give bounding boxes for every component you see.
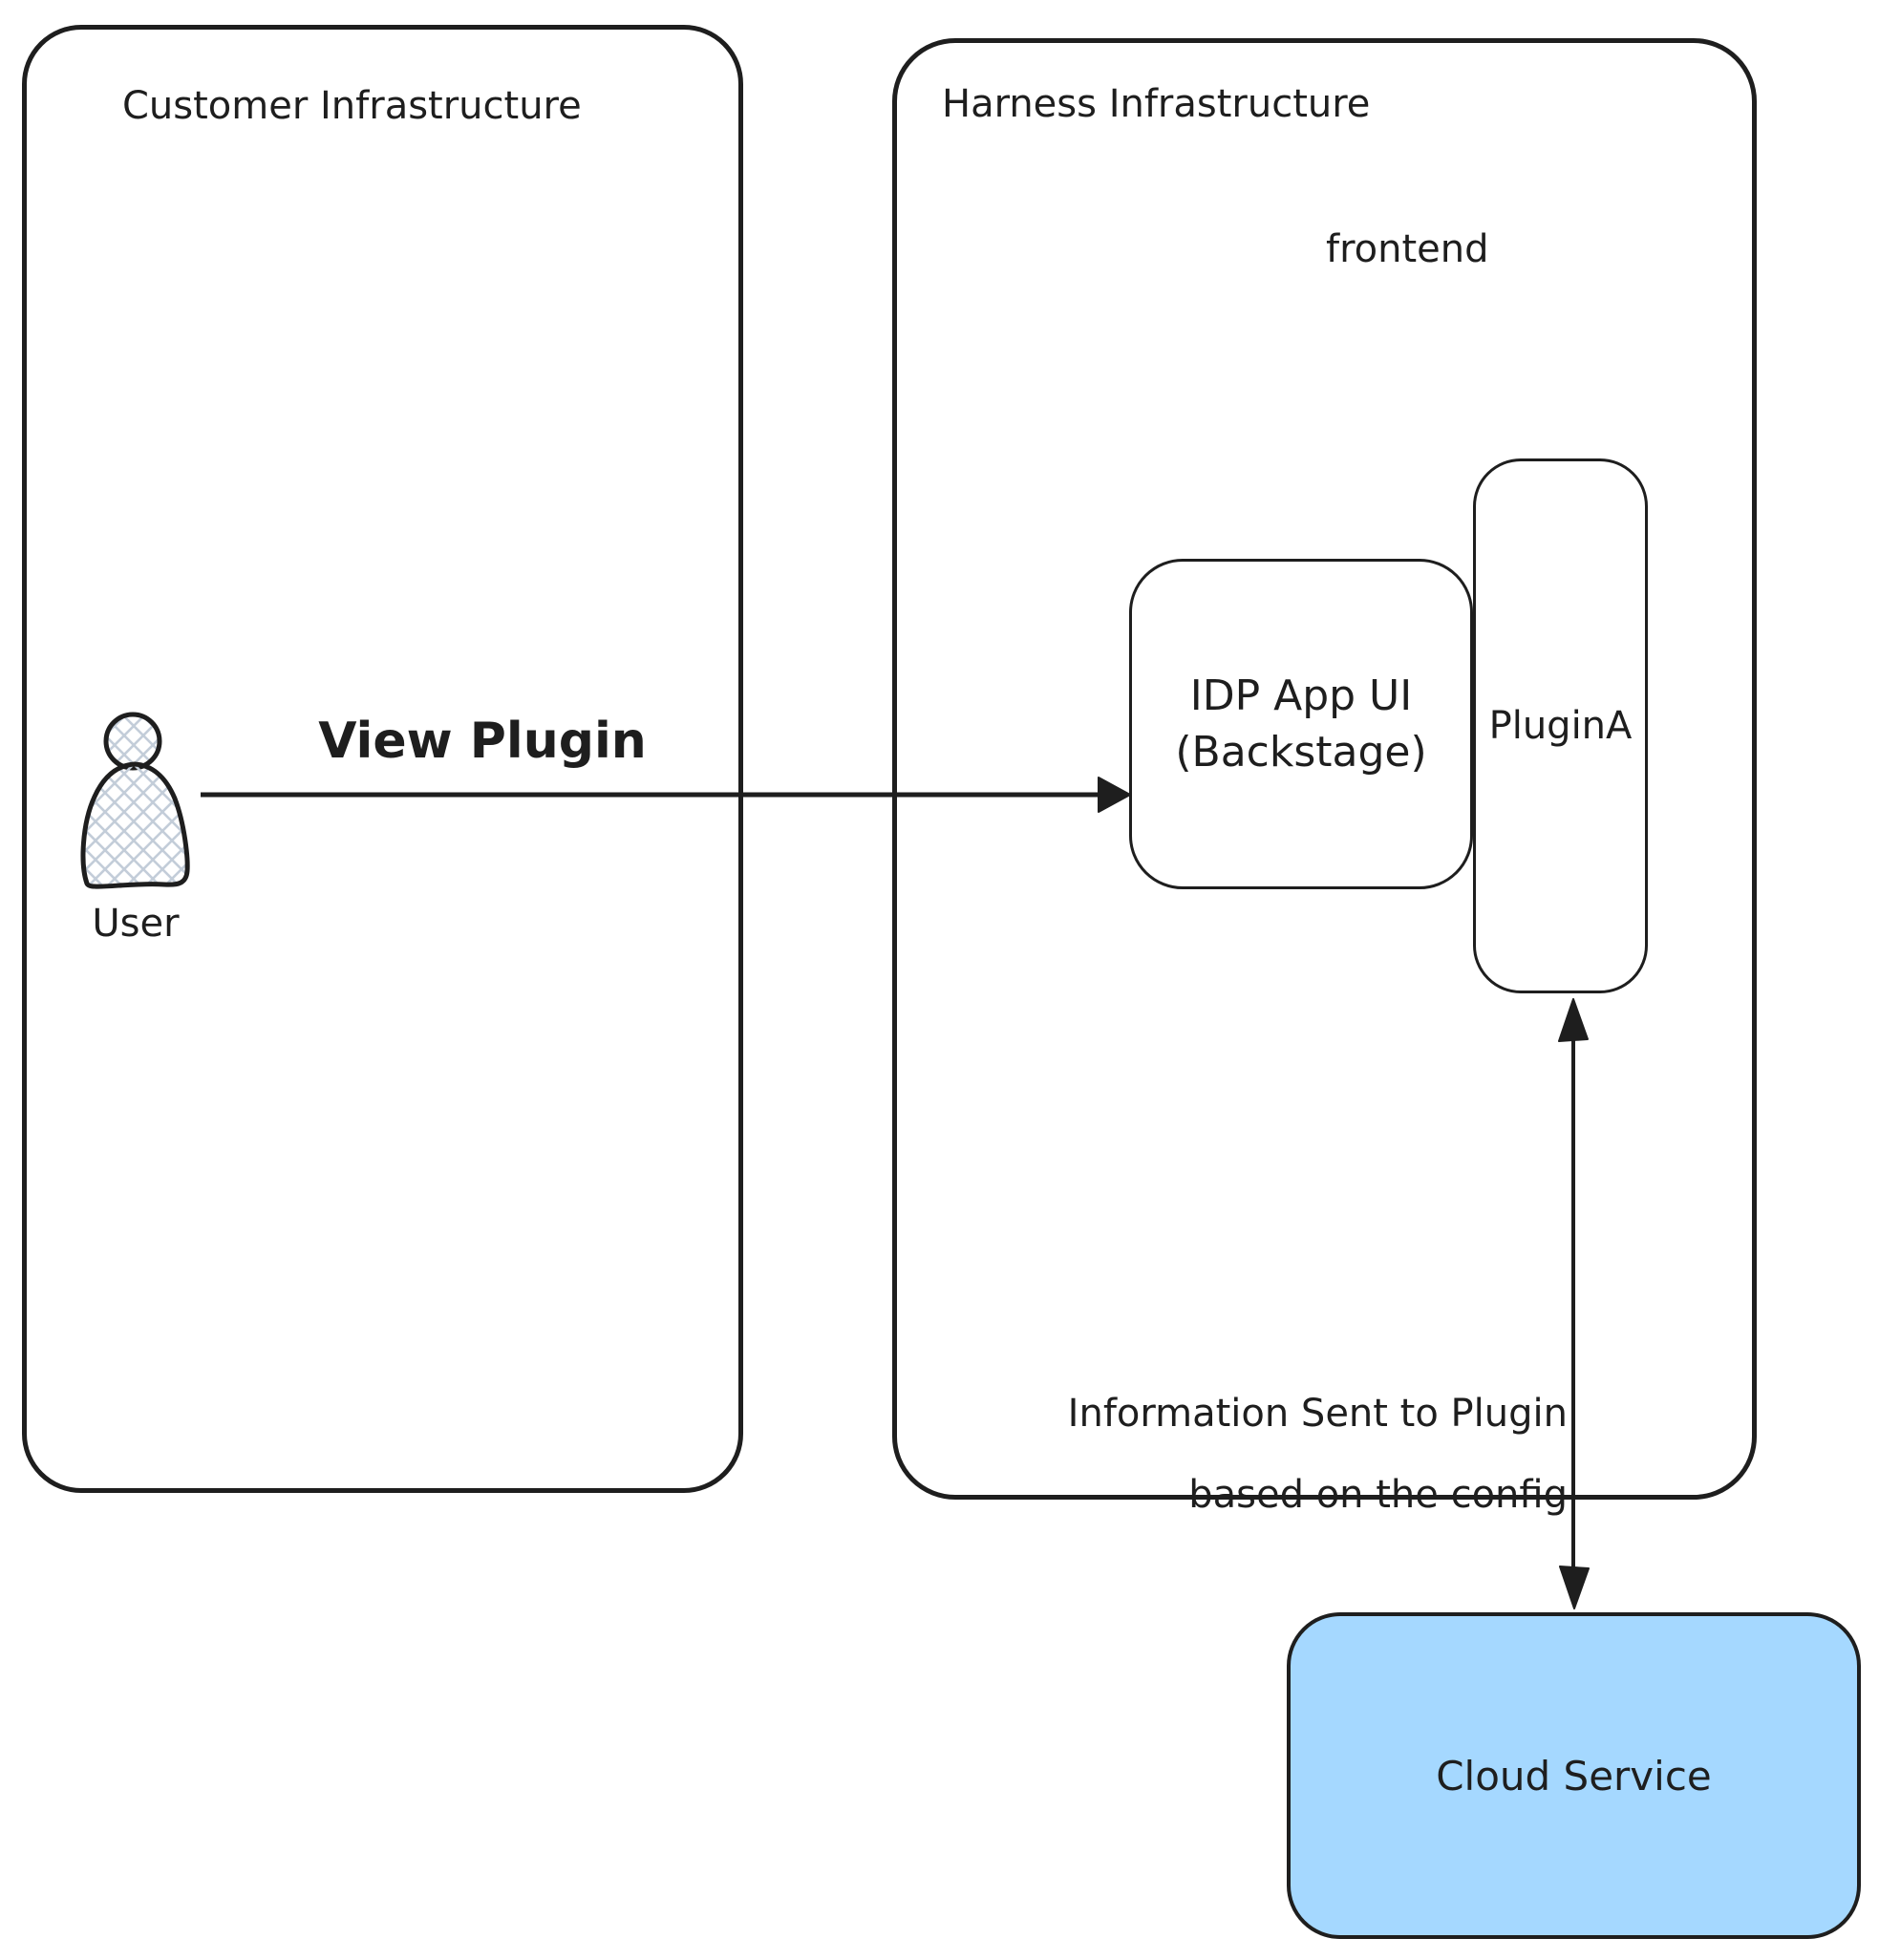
harness-infrastructure-title: Harness Infrastructure (942, 82, 1371, 126)
idp-app-ui-label-line2: (Backstage) (1175, 728, 1427, 777)
cloud-service-node: Cloud Service (1287, 1612, 1861, 1939)
customer-infrastructure-title: Customer Infrastructure (122, 84, 582, 128)
info-config-edge-label-line1: Information Sent to Plugin (1067, 1392, 1568, 1436)
plugin-a-node: PluginA (1473, 458, 1648, 993)
idp-app-ui-label-line1: IDP App UI (1189, 671, 1413, 720)
user-actor-label: User (92, 902, 180, 946)
info-config-arrow (1558, 998, 1590, 1609)
customer-infrastructure-container (22, 25, 743, 1493)
view-plugin-edge-label: View Plugin (318, 713, 647, 770)
plugin-a-label: PluginA (1488, 704, 1633, 748)
idp-app-ui-node: IDP App UI (Backstage) (1129, 559, 1473, 889)
cloud-service-label: Cloud Service (1436, 1752, 1712, 1800)
frontend-region-label: frontend (1326, 227, 1489, 271)
info-config-edge-label: Information Sent to Plugin based on the … (1068, 1374, 1568, 1536)
view-plugin-arrow (201, 777, 1131, 813)
info-config-edge-label-line2: based on the config (1188, 1472, 1568, 1517)
user-actor-icon (80, 712, 190, 889)
harness-infrastructure-container (892, 38, 1757, 1500)
